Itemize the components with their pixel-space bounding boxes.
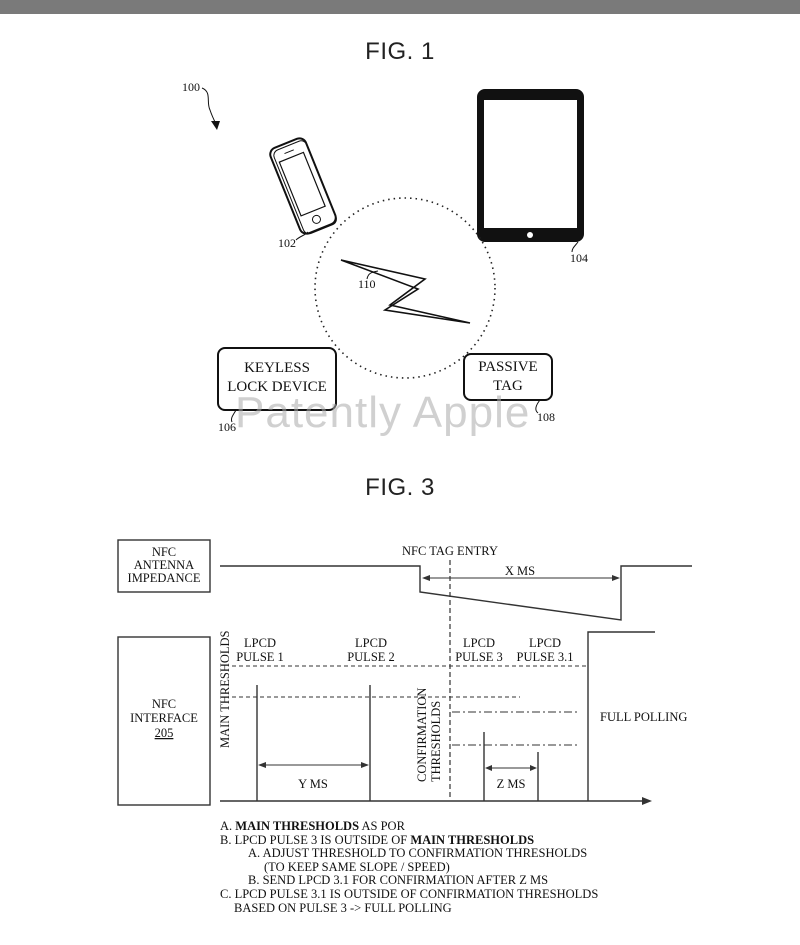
ref-104: 104 — [570, 251, 588, 265]
nfc-interface-box — [117, 636, 211, 806]
pulse3-label-line1: LPCD — [463, 636, 495, 650]
note-c2: BASED ON PULSE 3 -> FULL POLLING — [234, 900, 452, 915]
note-b-prefix: B. LPCD PULSE 3 IS OUTSIDE OF — [220, 832, 411, 847]
note-b-a2: (TO KEEP SAME SLOPE / SPEED) — [264, 859, 450, 874]
note-b-a1: A. ADJUST THRESHOLD TO CONFIRMATION THRE… — [248, 846, 588, 861]
confirmation-thresholds-label-line2: THRESHOLDS — [429, 701, 443, 782]
ref-104-leader — [571, 241, 579, 253]
ref-106: 106 — [218, 420, 236, 434]
z-ms-arrow-left-icon — [485, 765, 492, 771]
lightning-bolt-icon — [340, 259, 471, 324]
y-ms-arrow-right-icon — [361, 762, 369, 768]
pulse31-label-line2: PULSE 3.1 — [517, 650, 574, 664]
interface-box-ref: 205 — [155, 726, 174, 740]
watermark: Patently Apple — [235, 388, 531, 437]
x-ms-arrow-right-icon — [612, 575, 620, 581]
passive-tag-label-line2: TAG — [493, 378, 523, 394]
fig1-title: FIG. 1 — [365, 38, 435, 65]
ref-110-leader — [366, 270, 379, 280]
passive-tag-box — [463, 353, 553, 401]
keyless-lock-device-box — [217, 347, 337, 411]
time-axis-arrow-icon — [642, 797, 652, 805]
ref-110: 110 — [358, 277, 376, 291]
ref-108: 108 — [537, 410, 555, 424]
pulse2-label-line2: PULSE 2 — [347, 650, 395, 664]
full-polling-label: FULL POLLING — [600, 710, 687, 724]
fig3-title: FIG. 3 — [365, 474, 435, 501]
passive-tag-label-line1: PASSIVE — [478, 359, 538, 375]
pulse1-label-line2: PULSE 1 — [236, 650, 284, 664]
y-ms-arrow-left-icon — [258, 762, 266, 768]
nfc-tag-entry-label: NFC TAG ENTRY — [402, 544, 498, 558]
note-a: A. MAIN THRESHOLDS AS POR — [220, 819, 598, 834]
keyless-lock-label: KEYLESS LOCK DEVICE — [218, 359, 336, 397]
note-b-bold: MAIN THRESHOLDS — [410, 832, 535, 847]
z-ms-label: Z MS — [497, 777, 526, 791]
smartphone-icon — [269, 137, 337, 235]
pulse2-label-line1: LPCD — [355, 636, 387, 650]
z-ms-arrow-right-icon — [530, 765, 537, 771]
x-ms-arrow-left-icon — [422, 575, 430, 581]
pulse1-label-line1: LPCD — [244, 636, 276, 650]
note-b: B. LPCD PULSE 3 IS OUTSIDE OF MAIN THRES… — [220, 832, 598, 848]
pulse31-label-line1: LPCD — [529, 636, 561, 650]
keyless-lock-label-line1: KEYLESS — [244, 360, 310, 376]
note-a-bold: MAIN THRESHOLDS — [235, 819, 360, 833]
ref-102: 102 — [278, 236, 296, 250]
y-ms-label: Y MS — [298, 777, 328, 791]
antenna-box-line1: NFC — [152, 545, 176, 559]
note-c1: C. LPCD PULSE 3.1 IS OUTSIDE OF CONFIRMA… — [220, 886, 599, 901]
ref-102-leader — [295, 231, 309, 241]
note-a-prefix: A. — [220, 819, 236, 833]
antenna-box-line2: ANTENNA — [134, 558, 194, 572]
full-polling-step — [587, 631, 655, 801]
arrow-head-icon — [211, 121, 220, 130]
confirmation-thresholds-label-line1: CONFIRMATION — [415, 688, 429, 782]
nfc-antenna-impedance-box — [117, 539, 211, 593]
communication-range-circle — [314, 197, 496, 379]
top-bar — [0, 0, 800, 14]
fig3-notes: A. MAIN THRESHOLDS AS POR B. LPCD PULSE … — [220, 819, 599, 915]
antenna-impedance-waveform — [220, 565, 692, 621]
main-thresholds-label: MAIN THRESHOLDS — [218, 630, 232, 748]
note-a-rest: AS POR — [359, 819, 405, 833]
pulse3-label-line2: PULSE 3 — [455, 650, 503, 664]
keyless-lock-label-line2: LOCK DEVICE — [227, 379, 327, 395]
note-b-b: B. SEND LPCD 3.1 FOR CONFIRMATION AFTER … — [248, 873, 549, 888]
interface-box-line1: NFC — [152, 697, 176, 711]
ref-100-leader — [201, 87, 217, 125]
interface-box-line2: INTERFACE — [130, 711, 198, 725]
tablet-icon — [477, 89, 584, 242]
ref-100: 100 — [182, 80, 200, 94]
ref-106-leader — [231, 409, 237, 423]
antenna-box-line3: IMPEDANCE — [128, 571, 201, 585]
ref-108-leader — [535, 399, 541, 414]
passive-tag-label: PASSIVE TAG — [464, 358, 552, 396]
x-ms-label: X MS — [505, 564, 535, 578]
